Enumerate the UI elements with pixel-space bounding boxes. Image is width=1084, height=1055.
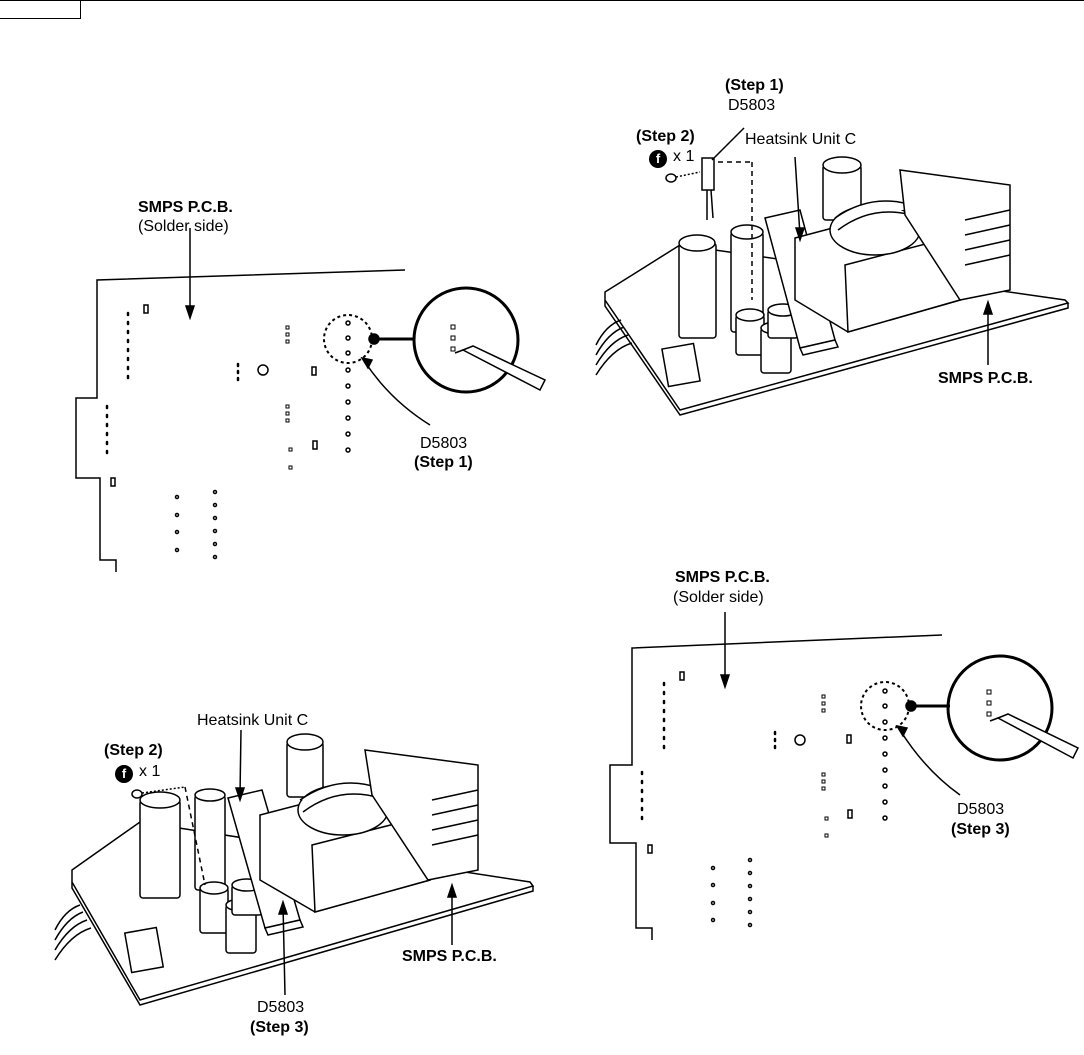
tl-smps-label: SMPS P.C.B. (138, 199, 233, 216)
tr-screw-count-text: x 1 (673, 148, 695, 165)
tl-d5803-label: D5803 (420, 435, 468, 452)
tr-connector (661, 342, 701, 388)
br-solder-side-board (609, 612, 1080, 940)
tl-solder-points (174, 320, 351, 560)
screw-f-icon: f (115, 765, 133, 783)
br-zoom-circle (946, 654, 1054, 762)
br-smps-label: SMPS P.C.B. (675, 569, 770, 586)
br-small-squares (821, 694, 829, 838)
tr-transformer (794, 200, 961, 333)
tl-soldering-iron-icon (454, 345, 547, 392)
bl-d5803-label: D5803 (257, 999, 305, 1016)
bl-heatsink-label: Heatsink Unit C (197, 712, 309, 729)
tl-small-part (312, 440, 318, 450)
bl-component-board (54, 729, 535, 1006)
tl-small-part (143, 304, 149, 314)
tr-wire-bundle (595, 319, 633, 376)
tl-zoom-circle (412, 286, 520, 394)
header-box (0, 0, 81, 19)
tl-d5803-leader (364, 361, 431, 426)
bl-capacitors (139, 733, 324, 954)
tr-large-heatsink (899, 169, 1011, 301)
tr-screw-icon (665, 171, 701, 183)
bl-wire-bundle (54, 904, 92, 961)
tr-d5803-leader (711, 127, 745, 161)
tl-pad-column (105, 311, 240, 455)
screw-f-icon: f (649, 150, 667, 168)
bl-screw-count-text: x 1 (139, 763, 161, 780)
bl-screw-icon (131, 786, 206, 886)
bl-connector (123, 926, 165, 974)
br-d5803-leader (899, 729, 961, 796)
br-d5803-label: D5803 (957, 801, 1005, 818)
bl-smps-label: SMPS P.C.B. (402, 948, 497, 965)
tr-capacitors (678, 156, 862, 374)
br-solder-points (710, 688, 888, 928)
tr-step1-label: (Step 1) (725, 77, 784, 94)
tl-zoom-dot (368, 333, 380, 345)
bl-step-label: (Step 3) (250, 1019, 309, 1036)
br-via (794, 734, 806, 746)
tl-step-label: (Step 1) (414, 454, 473, 471)
tl-solder-side-board (75, 228, 547, 572)
tr-component-board (595, 127, 1070, 416)
tr-heatsink-leader (794, 156, 801, 236)
br-step-label: (Step 3) (951, 821, 1010, 838)
bl-heatsink-leader (239, 729, 242, 796)
br-zoom-pads (986, 689, 992, 717)
br-solder-side-label: (Solder side) (673, 589, 764, 606)
page-top-rule (0, 0, 1084, 1)
br-soldering-iron-icon (989, 713, 1080, 760)
tr-d5803-part (701, 157, 715, 220)
bl-screw-count: f x 1 (115, 762, 160, 783)
tl-small-squares (285, 325, 293, 470)
bl-d5803-leader (282, 904, 286, 996)
bl-step2-label: (Step 2) (104, 742, 163, 759)
tl-d5803-highlight (323, 314, 373, 364)
tr-step2-label: (Step 2) (636, 128, 695, 145)
tl-small-part (311, 366, 317, 376)
bl-large-heatsink (364, 749, 479, 881)
tl-via (257, 364, 269, 376)
br-pad-column (640, 681, 777, 821)
tr-d5803-label: D5803 (728, 97, 776, 114)
tr-screw-count: f x 1 (649, 147, 694, 168)
tl-small-part (110, 477, 116, 487)
tl-solder-side-label: (Solder side) (138, 218, 229, 235)
tr-smps-label: SMPS P.C.B. (938, 370, 1033, 387)
tl-zoom-pads (450, 324, 456, 352)
tr-heatsink-label: Heatsink Unit C (745, 131, 857, 148)
